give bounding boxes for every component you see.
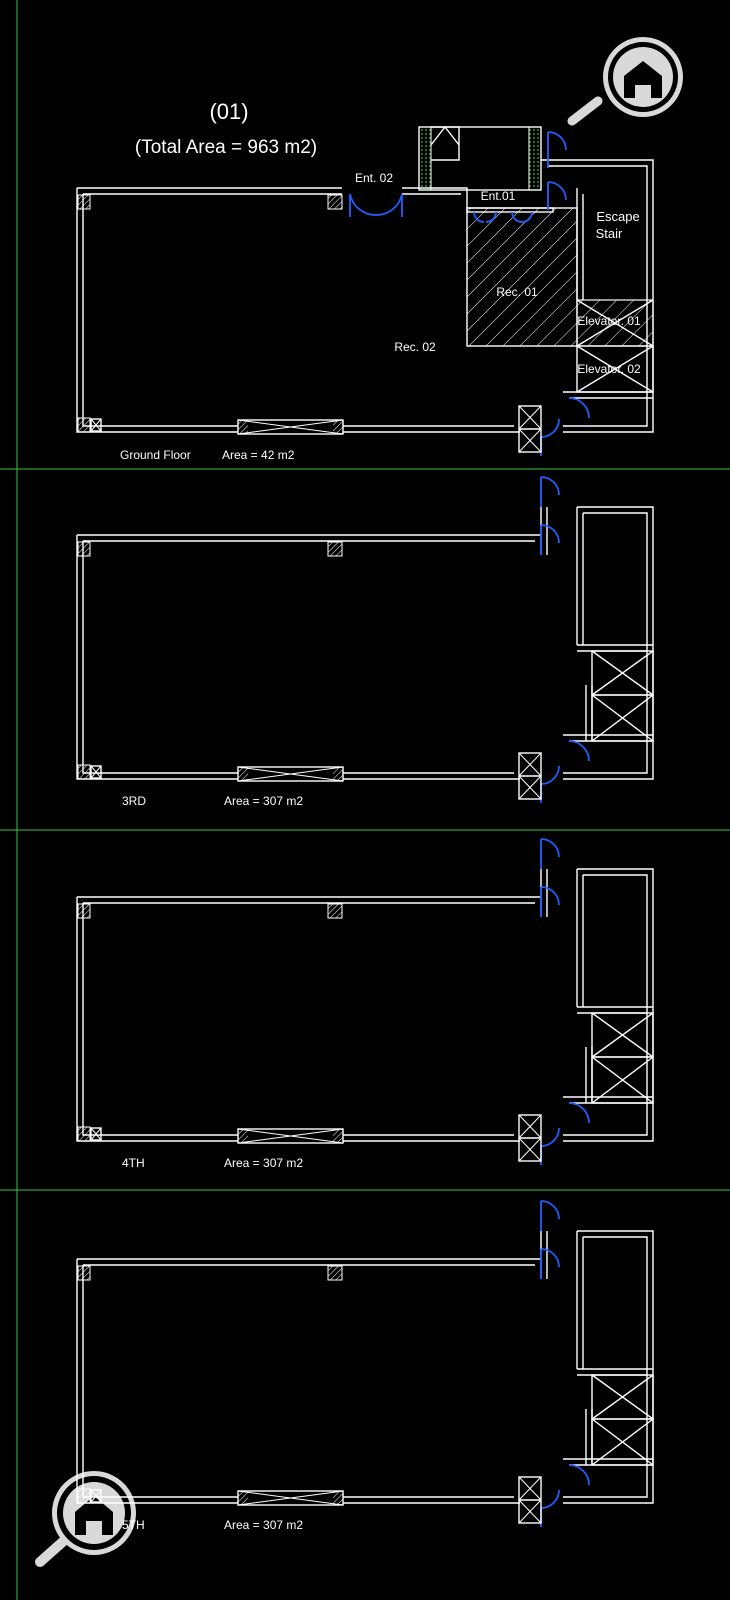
room-label-ent-02: Ent. 02 bbox=[355, 171, 393, 185]
room-label-elevator-01: Elevator. 01 bbox=[577, 314, 641, 328]
room-label-rec-02: Rec. 02 bbox=[394, 340, 436, 354]
house-magnifier-icon bbox=[567, 37, 683, 126]
room-label-rec-01: Rec. 01 bbox=[496, 285, 538, 299]
floor-area-4th: Area = 307 m2 bbox=[224, 1156, 303, 1170]
room-label-ent-01: Ent.01 bbox=[481, 189, 516, 203]
floor-area-3rd: Area = 307 m2 bbox=[224, 794, 303, 808]
room-label-elevator-02: Elevator. 02 bbox=[577, 362, 641, 376]
floor-name-5th: 5TH bbox=[122, 1518, 145, 1532]
floor-area-ground: Area = 42 m2 bbox=[222, 448, 295, 462]
total-area-label: (Total Area = 963 m2) bbox=[135, 137, 317, 158]
floor-name-3rd: 3RD bbox=[122, 794, 146, 808]
fourth-floor-plan bbox=[76, 838, 654, 1166]
ground-floor-plan bbox=[76, 125, 654, 456]
fifth-floor-plan bbox=[76, 1200, 654, 1528]
floor-area-5th: Area = 307 m2 bbox=[224, 1518, 303, 1532]
building-number: (01) bbox=[209, 99, 248, 124]
floor-name-ground: Ground Floor bbox=[120, 448, 191, 462]
floor-name-4th: 4TH bbox=[122, 1156, 145, 1170]
house-magnifier-icon bbox=[35, 1471, 136, 1567]
room-label-escape-stair: Escape bbox=[596, 209, 639, 224]
third-floor-plan bbox=[76, 476, 654, 804]
room-label-escape-stair-2: Stair bbox=[596, 226, 623, 241]
